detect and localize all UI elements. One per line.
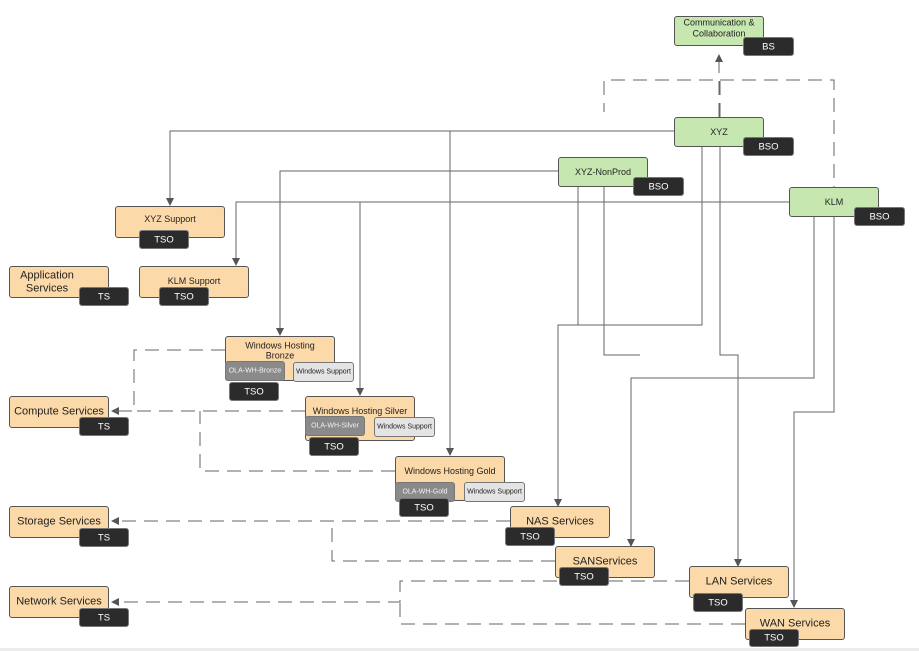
edge-wan-to-network	[399, 602, 745, 625]
edge-xyz-to-nas	[554, 146, 703, 507]
chip-ola-wh-bronze: OLA-WH-Bronze	[225, 361, 285, 381]
chip-windows-support: Windows Support	[374, 417, 435, 437]
node-lan-services[interactable]: LAN Services	[689, 566, 789, 598]
tag-ts: TS	[79, 417, 129, 436]
chip-windows-support: Windows Support	[293, 362, 354, 382]
node-klm-support[interactable]: KLM Support	[139, 266, 249, 298]
node-label: KLM	[824, 196, 844, 207]
edge-xyz-to-xyz-support	[166, 130, 674, 206]
node-label: Windows Hosting Silver	[312, 405, 408, 416]
edge-nonprod-to-san	[603, 186, 640, 356]
tag-tso: TSO	[139, 230, 189, 249]
node-label: Compute Services	[14, 405, 104, 418]
edge-bronze-to-compute	[111, 349, 225, 415]
tag-tso: TSO	[309, 437, 359, 456]
edge-nonprod-to-nas	[558, 186, 579, 326]
tag-tso: TSO	[749, 629, 799, 647]
edge-xyz-to-lan	[719, 146, 742, 567]
tag-ts: TS	[79, 528, 129, 547]
tag-ts: TS	[79, 608, 129, 627]
node-klm[interactable]: KLM	[789, 187, 879, 217]
tag-bs: BS	[743, 37, 794, 56]
node-label: Network Services	[16, 595, 102, 608]
tag-tso: TSO	[399, 498, 449, 517]
tag-bso: BSO	[743, 137, 794, 156]
canvas-bottom-edge	[0, 648, 919, 651]
edge-nonprod-to-wh-bronze	[276, 170, 558, 336]
node-label: SANServices	[572, 555, 638, 568]
tag-tso: TSO	[229, 382, 279, 401]
edge-lan-to-network	[111, 580, 689, 606]
tag-ts: TS	[79, 287, 129, 306]
tag-bso: BSO	[633, 177, 684, 196]
node-label: XYZ-NonProd	[574, 166, 632, 177]
tag-tso: TSO	[559, 567, 609, 586]
tag-tso: TSO	[505, 527, 555, 546]
chip-windows-support: Windows Support	[464, 482, 525, 502]
edge-san-to-storage	[331, 521, 555, 562]
chip-ola-wh-silver: OLA-WH-Silver	[305, 416, 365, 436]
node-label: KLM Support	[167, 275, 221, 286]
tag-tso: TSO	[693, 593, 743, 612]
node-label: Windows Hosting Gold	[404, 465, 496, 476]
node-label: Storage Services	[17, 515, 101, 528]
node-label: Windows Hosting Bronze	[245, 340, 315, 361]
tag-tso: TSO	[159, 287, 209, 306]
node-label: WAN Services	[759, 617, 831, 630]
node-label: LAN Services	[705, 575, 773, 588]
node-label: XYZ Support	[144, 213, 196, 224]
node-label: Communication & Collaboration	[683, 17, 755, 39]
edge-klm-to-san	[627, 216, 815, 547]
node-label: Application Services	[20, 269, 74, 294]
edge-klm-to-wan	[790, 216, 835, 608]
node-label: NAS Services	[526, 515, 594, 528]
chip-ola-wh-gold: OLA-WH-Gold	[395, 482, 455, 502]
edge-xyz-to-comm	[603, 79, 721, 117]
tag-bso: BSO	[854, 207, 905, 226]
node-label: XYZ	[710, 126, 728, 137]
edge-klm-to-klm-support	[232, 201, 790, 266]
